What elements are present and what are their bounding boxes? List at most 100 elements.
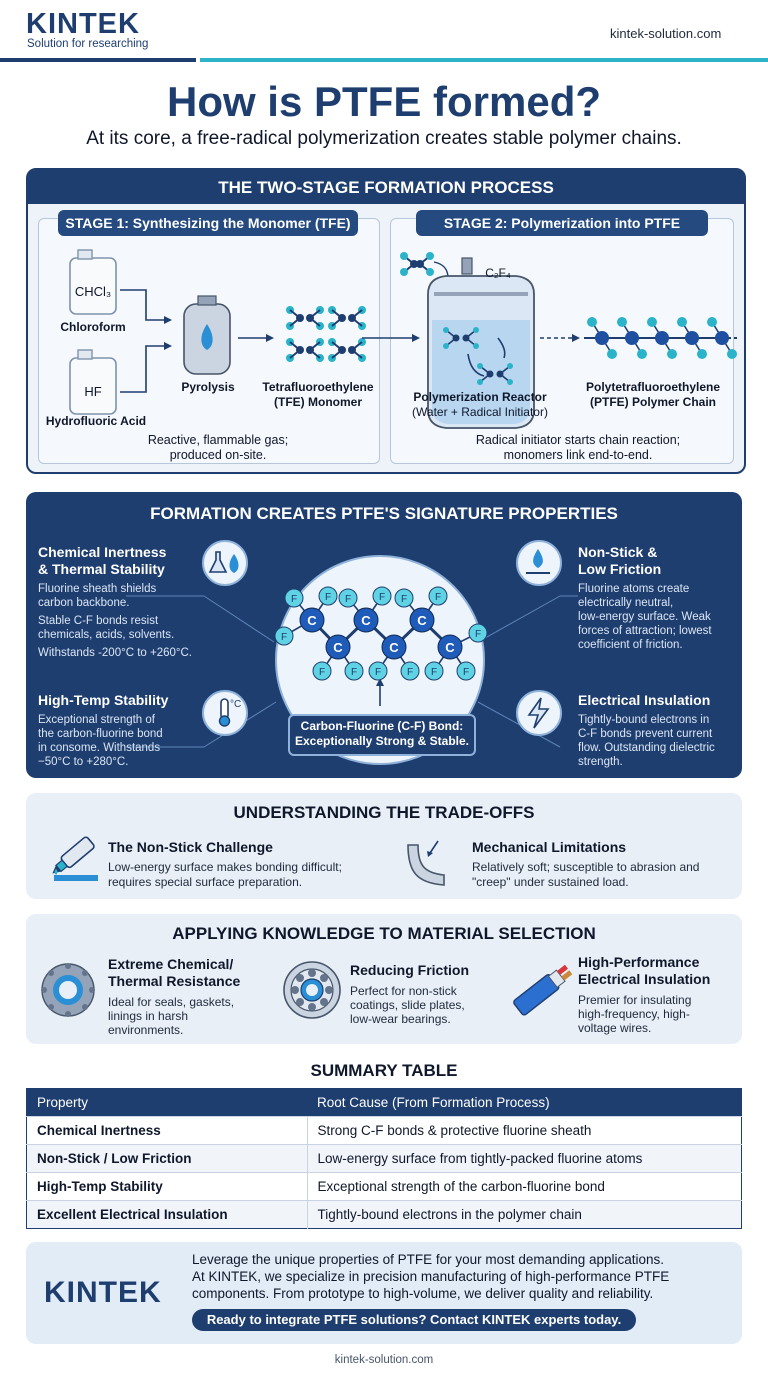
svg-text:F: F [431, 667, 437, 678]
temp-text-2: the carbon-fluorine bond [38, 728, 163, 740]
carbon-atom: C [325, 634, 351, 660]
svg-text:F: F [281, 632, 287, 643]
cta-logo: KINTEK [44, 1276, 162, 1309]
properties-title: FORMATION CREATES PTFE'S SIGNATURE PROPE… [150, 504, 618, 523]
chem-heading-2: & Thermal Stability [38, 561, 165, 577]
temp-heading: High-Temp Stability [38, 692, 169, 708]
svg-text:C: C [417, 613, 427, 628]
brand-logo: KINTEK [26, 8, 140, 41]
sel-b-text-3: low-wear bearings. [350, 1012, 451, 1026]
summary-header-row: Property Root Cause (From Formation Proc… [26, 1088, 742, 1117]
elec-text-1: Tightly-bound electrons in [578, 714, 710, 726]
temp-unit: °C [230, 699, 242, 710]
reactor-label-1: Polymerization Reactor [413, 390, 547, 404]
svg-text:F: F [401, 594, 407, 605]
sel-c-text-2: high-frequency, high- [578, 1007, 690, 1021]
elec-text-2: C-F bonds prevent current [578, 728, 713, 740]
page-title: How is PTFE formed? [166, 78, 602, 125]
sel-c-text-3: voltage wires. [578, 1021, 652, 1035]
fluorine-atom: F [318, 586, 338, 606]
bond-callout-line-2: Exceptionally Strong & Stable. [294, 734, 470, 748]
reactor-label-2: (Water + Radical Initiator) [412, 405, 548, 419]
svg-text:F: F [463, 667, 469, 678]
svg-text:F: F [291, 594, 297, 605]
fluorine-atom: F [368, 661, 388, 681]
nonstick-text-2: electrically neutral, [578, 597, 674, 609]
ptfe-chain-icon [584, 317, 740, 359]
header-rule-accent [200, 58, 768, 62]
svg-text:F: F [319, 667, 325, 678]
chloroform-jug-icon [69, 249, 117, 315]
stage2-note-2: monomers link end-to-end. [503, 448, 653, 462]
pyrolysis-label: Pyrolysis [181, 380, 235, 394]
table-row: High-Temp Stability Exceptional strength… [26, 1172, 742, 1201]
nonstick-text-1: Fluorine atoms create [578, 583, 690, 595]
bond-callout-line-1: Carbon-Fluorine (C-F) Bond: [300, 719, 464, 733]
svg-text:F: F [375, 667, 381, 678]
fluorine-atom: F [338, 588, 358, 608]
temp-text-3: in consome. Withstands [38, 742, 161, 754]
hf-label: Hydrofluoric Acid [45, 414, 147, 428]
tradeoff-a-text-1: Low-energy surface makes bonding difficu… [108, 860, 342, 874]
hf-formula: HF [84, 384, 102, 399]
svg-text:C: C [445, 640, 455, 655]
nonstick-icon-circle [516, 540, 562, 586]
sel-a-heading-1: Extreme Chemical/ [108, 956, 234, 972]
svg-text:F: F [351, 667, 357, 678]
chem-text-3: Stable C-F bonds resist [38, 615, 159, 627]
wire-icon [513, 964, 573, 1016]
carbon-atom: C [353, 607, 379, 633]
selection-panel: APPLYING KNOWLEDGE TO MATERIAL SELECTION… [26, 914, 742, 1044]
selection-title: APPLYING KNOWLEDGE TO MATERIAL SELECTION [172, 924, 596, 943]
svg-text:F: F [475, 629, 481, 640]
temp-icon-circle: °C [202, 690, 248, 736]
glue-tube-icon [52, 836, 98, 881]
site-link[interactable]: kintek-solution.com [610, 26, 722, 41]
svg-text:C: C [361, 613, 371, 628]
chcl3-formula: CHCl₃ [74, 284, 112, 299]
fluorine-atom: F [274, 626, 294, 646]
footer-link[interactable]: kintek-solution.com [334, 1354, 434, 1366]
tradeoff-b-text-2: "creep" under sustained load. [472, 875, 629, 889]
sel-a-text-3: environments. [108, 1023, 184, 1037]
stage2-label: STAGE 2: Polymerization into PTFE [416, 210, 708, 236]
elec-text-4: strength. [578, 756, 623, 768]
chain-label-1: Polytetrafluoroethylene [585, 380, 721, 394]
fluorine-atom: F [400, 661, 420, 681]
table-row: Non-Stick / Low Friction Low-energy surf… [26, 1144, 742, 1173]
fluorine-atom: F [424, 661, 444, 681]
table-cell-property: Non-Stick / Low Friction [26, 1144, 308, 1173]
table-row: Excellent Electrical Insulation Tightly-… [26, 1200, 742, 1229]
sel-b-text-2: coatings, slide plates, [350, 998, 465, 1012]
page-subtitle: At its core, a free-radical polymerizati… [86, 128, 682, 149]
stage1-note-2: produced on-site. [169, 448, 267, 462]
svg-text:F: F [407, 667, 413, 678]
chem-text-5: Withstands -200°C to +260°C. [38, 647, 192, 659]
droplet-icon [526, 549, 550, 574]
sel-b-heading: Reducing Friction [350, 962, 469, 978]
tradeoff-b-heading: Mechanical Limitations [472, 839, 627, 855]
hf-jug-icon [69, 349, 117, 415]
carbon-atom: C [299, 607, 325, 633]
summary-title: SUMMARY TABLE [310, 1061, 458, 1080]
svg-text:F: F [435, 592, 441, 603]
svg-text:C: C [389, 640, 399, 655]
sel-a-text-1: Ideal for seals, gaskets, [108, 995, 235, 1009]
cta-line-1: Leverage the unique properties of PTFE f… [192, 1252, 665, 1267]
table-cell-cause: Strong C-F bonds & protective fluorine s… [307, 1116, 742, 1145]
tfe-label-1: Tetrafluoroethylene [262, 380, 374, 394]
table-cell-property: Excellent Electrical Insulation [26, 1200, 308, 1229]
elec-icon-circle [516, 690, 562, 736]
tradeoffs-panel: UNDERSTANDING THE TRADE-OFFS The Non-Sti… [26, 793, 742, 899]
cta-panel: KINTEK Leverage the unique properties of… [26, 1242, 742, 1344]
carbon-atom: C [409, 607, 435, 633]
cta-button[interactable]: Ready to integrate PTFE solutions? Conta… [192, 1309, 636, 1331]
stage1-note-1: Reactive, flammable gas; [147, 433, 289, 447]
process-panel: THE TWO-STAGE FORMATION PROCESS STAGE 1:… [26, 168, 746, 474]
thermometer-icon [218, 698, 231, 727]
tradeoff-b-text-1: Relatively soft; susceptible to abrasion… [472, 860, 700, 874]
fluorine-atom: F [372, 586, 392, 606]
feed-monomer-icon [400, 252, 452, 284]
fluorine-atom: F [312, 661, 332, 681]
